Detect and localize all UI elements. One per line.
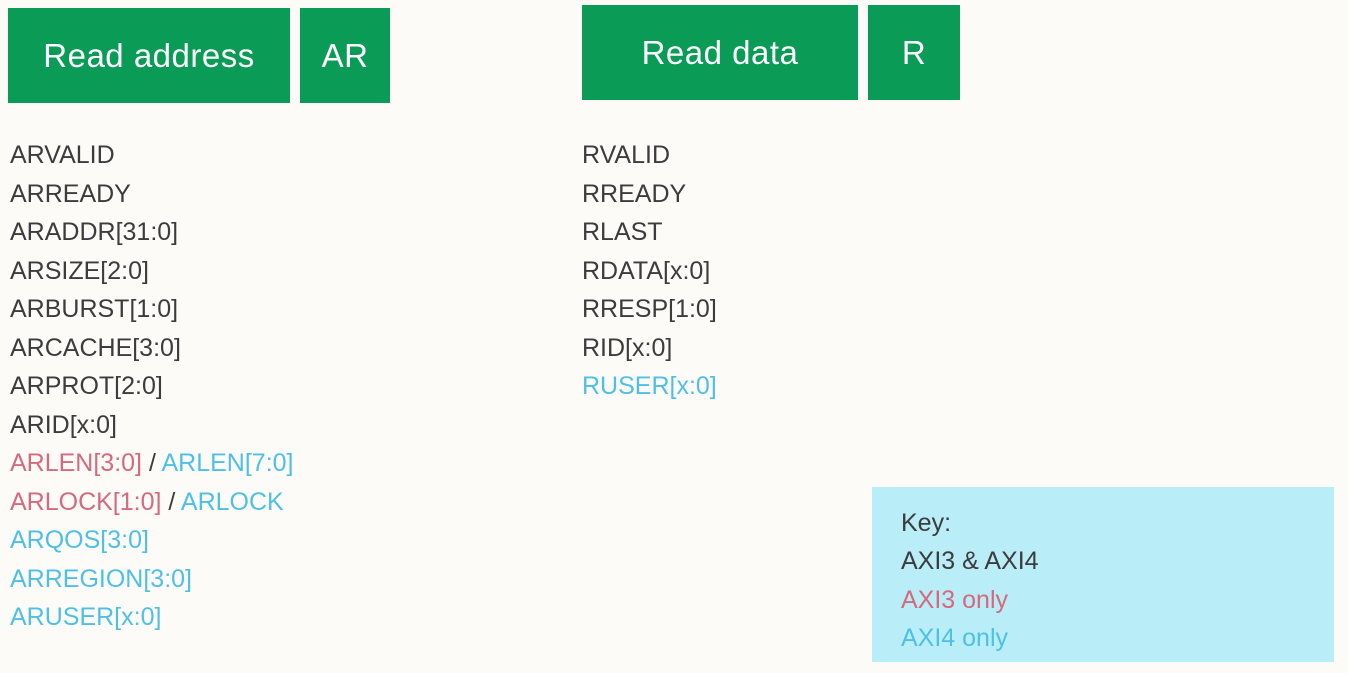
signal-name: ARUSER[x:0]	[10, 603, 162, 631]
signal-line: ARLEN[3:0] / ARLEN[7:0]	[10, 444, 294, 483]
signal-line: RDATA[x:0]	[582, 252, 717, 291]
read-data-header-row: Read data R	[582, 5, 960, 100]
signal-name: RREADY	[582, 179, 687, 208]
read-data-title-box: Read data	[582, 5, 858, 100]
signal-line: ARREADY	[10, 175, 294, 214]
signal-name: ARLEN[3:0]	[10, 449, 143, 477]
signal-name: ARLOCK[1:0]	[10, 487, 162, 516]
signal-line: ARADDR[31:0]	[10, 213, 294, 252]
signal-name: RUSER[x:0]	[582, 372, 717, 400]
signal-name: ARCACHE[3:0]	[10, 333, 181, 362]
signal-line: ARUSER[x:0]	[10, 598, 294, 637]
signal-name: ARQOS[3:0]	[10, 526, 149, 554]
signal-name: RID[x:0]	[582, 333, 673, 362]
signal-name: ARPROT[2:0]	[10, 372, 163, 400]
signal-name: ARLOCK	[180, 487, 284, 516]
signal-line: RUSER[x:0]	[582, 367, 717, 406]
read-address-header-row: Read address AR	[8, 8, 390, 103]
signal-name: RVALID	[582, 141, 671, 169]
read-address-signal-list: ARVALID ARREADY ARADDR[31:0] ARSIZE[2:0] ARB…	[10, 136, 294, 637]
signal-line: ARQOS[3:0]	[10, 521, 294, 560]
signal-line: ARVALID	[10, 136, 294, 175]
key-entry: AXI4 only	[901, 624, 1009, 653]
signal-line: ARSIZE[2:0]	[10, 252, 294, 291]
key-entry: AXI3 only	[901, 585, 1009, 614]
key-entry: AXI3 & AXI4	[901, 547, 1039, 576]
signal-line: RRESP[1:0]	[582, 290, 717, 329]
signal-name: ARLEN[7:0]	[161, 449, 294, 477]
signal-name: ARID[x:0]	[10, 410, 117, 439]
signal-separator: /	[161, 487, 181, 516]
signal-name: RRESP[1:0]	[582, 295, 717, 323]
read-address-abbrev-box: AR	[300, 8, 390, 103]
key-title: Key:	[901, 509, 952, 537]
signal-line: ARREGION[3:0]	[10, 560, 294, 599]
signal-line: ARBURST[1:0]	[10, 290, 294, 329]
signal-line: RVALID	[582, 136, 717, 175]
signal-line: RREADY	[582, 175, 717, 214]
read-data-signal-list: RVALID RREADY RLAST RDATA[x:0] RRESP[1:0] RID…	[582, 136, 717, 406]
signal-name: RDATA[x:0]	[582, 256, 711, 285]
read-address-title-box: Read address	[8, 8, 290, 103]
signal-name: ARVALID	[10, 141, 115, 169]
signal-name: RLAST	[582, 218, 663, 246]
signal-separator: /	[142, 449, 162, 477]
signal-line: ARID[x:0]	[10, 406, 294, 445]
signal-name: ARADDR[31:0]	[10, 218, 179, 246]
signal-name: ARSIZE[2:0]	[10, 256, 149, 285]
signal-name: ARBURST[1:0]	[10, 295, 179, 323]
signal-name: ARREGION[3:0]	[10, 564, 192, 593]
signal-line: ARLOCK[1:0] / ARLOCK	[10, 483, 294, 522]
signal-line: RLAST	[582, 213, 717, 252]
signal-line: ARPROT[2:0]	[10, 367, 294, 406]
signal-line: ARCACHE[3:0]	[10, 329, 294, 368]
read-data-abbrev-box: R	[868, 5, 960, 100]
signal-line: RID[x:0]	[582, 329, 717, 368]
signal-name: ARREADY	[10, 179, 131, 208]
